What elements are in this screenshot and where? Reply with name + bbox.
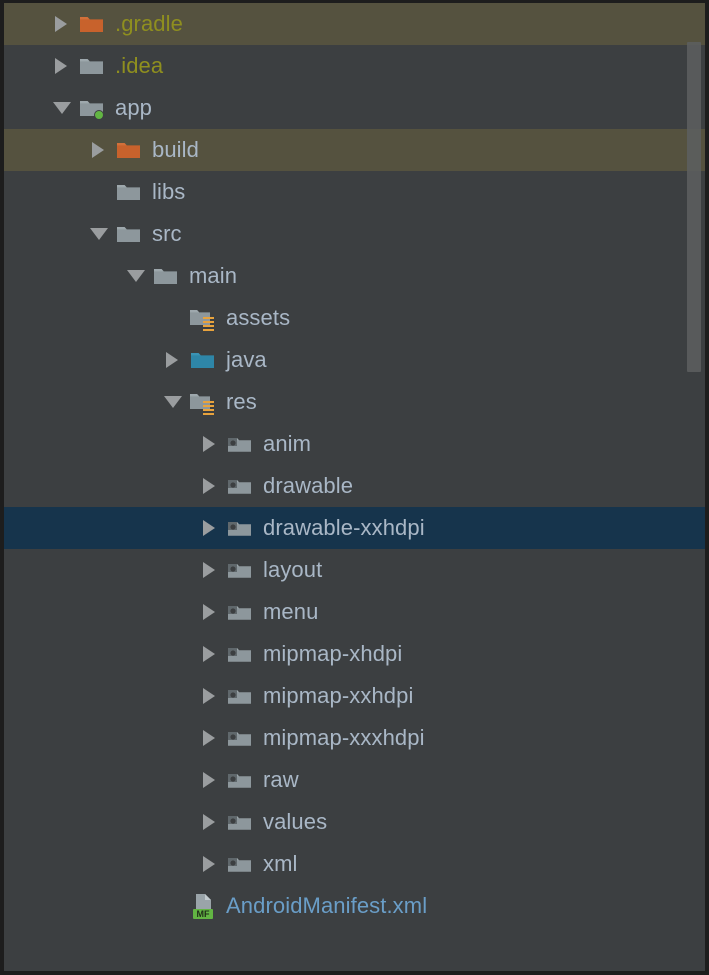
tree-row-label: menu [263,599,319,624]
tree-row[interactable]: values [4,801,705,843]
tree-row-label: main [189,263,238,288]
tree-row-label: .idea [115,53,164,78]
tree-row-label: raw [263,767,299,792]
tree-row-label: build [152,137,199,162]
chevron-right-icon[interactable] [197,801,225,843]
tree-row-label: values [263,809,328,834]
tree-row[interactable]: .idea [4,45,705,87]
chevron-right-icon[interactable] [197,717,225,759]
tree-row[interactable]: assets [4,297,705,339]
folder-res-child-icon [225,471,255,501]
tree-row[interactable]: main [4,255,705,297]
tree-row-label: java [226,347,267,372]
tree-row-label: app [115,95,153,120]
folder-res-child-icon [225,429,255,459]
tree-row-label: drawable [263,473,354,498]
tree-row-label: assets [226,305,291,330]
tree-row[interactable]: xml [4,843,705,885]
twisty-spacer [160,885,188,927]
tree-row[interactable]: MF AndroidManifest.xml [4,885,705,927]
tree-row[interactable]: libs [4,171,705,213]
manifest-file-icon: MF [188,891,218,921]
tree-row-label: mipmap-xhdpi [263,641,403,666]
tree-row[interactable]: mipmap-xhdpi [4,633,705,675]
tree-row-label: xml [263,851,298,876]
chevron-right-icon[interactable] [197,843,225,885]
folder-res-child-icon [225,723,255,753]
tree-row-label: layout [263,557,323,582]
tree-row[interactable]: mipmap-xxxhdpi [4,717,705,759]
folder-res-child-icon [225,555,255,585]
tree-row[interactable]: src [4,213,705,255]
chevron-down-icon[interactable] [86,213,114,255]
tree-row[interactable]: anim [4,423,705,465]
folder-resource-icon [188,303,218,333]
folder-icon [77,51,107,81]
chevron-right-icon[interactable] [197,465,225,507]
chevron-down-icon[interactable] [160,381,188,423]
folder-res-child-icon [225,807,255,837]
chevron-right-icon[interactable] [49,3,77,45]
folder-res-child-icon [225,849,255,879]
chevron-down-icon[interactable] [49,87,77,129]
folder-orange-icon [77,9,107,39]
folder-icon [114,219,144,249]
tree-row-label: AndroidManifest.xml [226,893,428,918]
folder-module-icon [77,93,107,123]
chevron-right-icon[interactable] [49,45,77,87]
vertical-scrollbar[interactable] [687,42,701,372]
tree-row-label: libs [152,179,186,204]
chevron-right-icon[interactable] [197,423,225,465]
folder-source-icon [188,345,218,375]
tree-row-label: mipmap-xxxhdpi [263,725,425,750]
tree-row[interactable]: java [4,339,705,381]
tree-row[interactable]: drawable [4,465,705,507]
folder-resource-icon [188,387,218,417]
chevron-right-icon[interactable] [197,591,225,633]
twisty-spacer [86,171,114,213]
chevron-right-icon[interactable] [197,759,225,801]
tree-row-label: mipmap-xxhdpi [263,683,414,708]
tree-row-label: .gradle [115,11,183,36]
tree-row[interactable]: res [4,381,705,423]
folder-res-child-icon [225,597,255,627]
chevron-right-icon[interactable] [197,675,225,717]
twisty-spacer [160,297,188,339]
tree-row[interactable]: app [4,87,705,129]
tree-row[interactable]: drawable-xxhdpi [4,507,705,549]
chevron-down-icon[interactable] [123,255,151,297]
folder-orange-icon [114,135,144,165]
tree-row[interactable]: build [4,129,705,171]
tree-row[interactable]: .gradle [4,3,705,45]
tree-row-label: res [226,389,257,414]
folder-res-child-icon [225,765,255,795]
folder-res-child-icon [225,639,255,669]
tree-row[interactable]: layout [4,549,705,591]
tree-row[interactable]: menu [4,591,705,633]
chevron-right-icon[interactable] [197,549,225,591]
chevron-right-icon[interactable] [197,507,225,549]
tree-row[interactable]: raw [4,759,705,801]
tree-row-label: src [152,221,182,246]
tree-row-label: anim [263,431,312,456]
svg-text:MF: MF [197,909,210,919]
tree-row[interactable]: mipmap-xxhdpi [4,675,705,717]
chevron-right-icon[interactable] [160,339,188,381]
tree-row-label: drawable-xxhdpi [263,515,425,540]
folder-res-child-icon [225,513,255,543]
folder-icon [151,261,181,291]
folder-icon [114,177,144,207]
chevron-right-icon[interactable] [197,633,225,675]
folder-res-child-icon [225,681,255,711]
chevron-right-icon[interactable] [86,129,114,171]
